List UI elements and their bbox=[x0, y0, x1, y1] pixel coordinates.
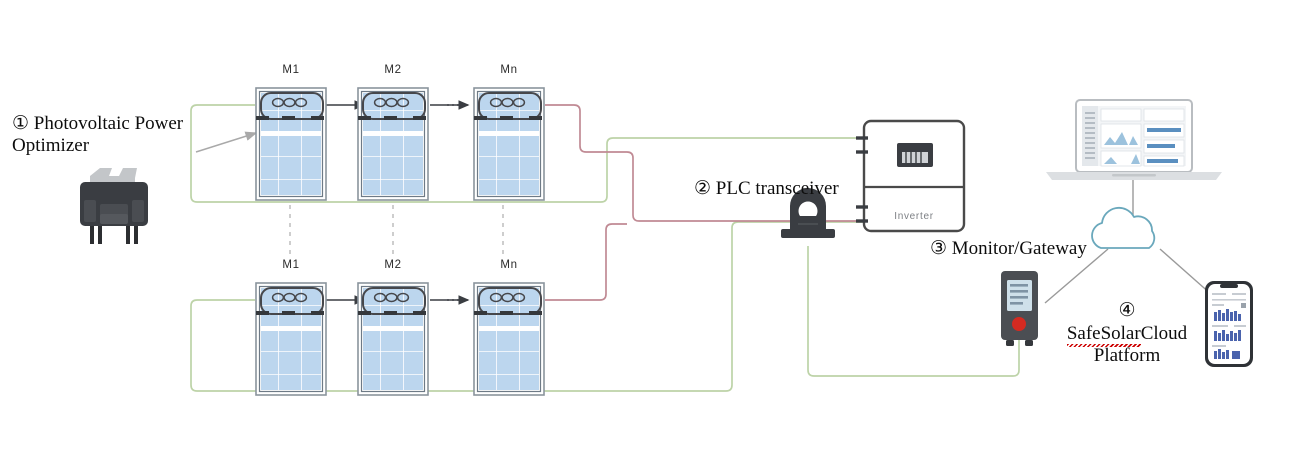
wire-green-top-to-inverter bbox=[600, 137, 864, 203]
wire-red-top-2 bbox=[626, 151, 864, 222]
module-caption-bottom-2: M2 bbox=[384, 259, 402, 271]
module-caption-bottom-1: M1 bbox=[282, 259, 300, 271]
wire-red-bottom bbox=[545, 223, 627, 301]
wire-green-monitor bbox=[807, 246, 1020, 377]
inverter-label-text: Inverter bbox=[894, 211, 934, 222]
link-cloud-phone bbox=[1159, 248, 1213, 296]
inverter-device: Inverter bbox=[856, 119, 966, 233]
laptop-device bbox=[1046, 99, 1222, 180]
wire-green-top-left bbox=[190, 104, 601, 203]
cloud-brand-name: SafeSolar bbox=[1066, 322, 1141, 344]
wire-green-bottom-riser bbox=[725, 221, 864, 392]
module-caption-bottom-3: Mn bbox=[500, 259, 518, 271]
cloud-icon bbox=[1091, 206, 1156, 249]
plc-transceiver-label: ② PLC transceiver bbox=[694, 178, 839, 199]
wire-red-top bbox=[545, 104, 627, 153]
module-caption-top-1: M1 bbox=[282, 64, 300, 76]
monitor-gateway-label: ③ Monitor/Gateway bbox=[930, 238, 1087, 259]
monitor-gateway-device bbox=[1001, 271, 1038, 346]
cloud-rest-text: Cloud Platform bbox=[1093, 322, 1188, 367]
optimizer-callout-arrow bbox=[195, 131, 258, 153]
link-cloud-monitor bbox=[1044, 248, 1109, 304]
power-optimizer-device bbox=[80, 168, 148, 244]
optimizer-label: ① Photovoltaic Power Optimizer bbox=[12, 113, 184, 157]
plc-transceiver-device bbox=[781, 188, 835, 238]
cloud-platform-label: ④ SafeSolarCloud Platform bbox=[1062, 278, 1192, 368]
smartphone-device bbox=[1205, 281, 1253, 367]
wire-green-bottom-left bbox=[190, 299, 726, 392]
module-caption-top-2: M2 bbox=[384, 64, 402, 76]
cloud-marker: ④ bbox=[1118, 300, 1136, 322]
module-caption-top-3: Mn bbox=[500, 64, 518, 76]
